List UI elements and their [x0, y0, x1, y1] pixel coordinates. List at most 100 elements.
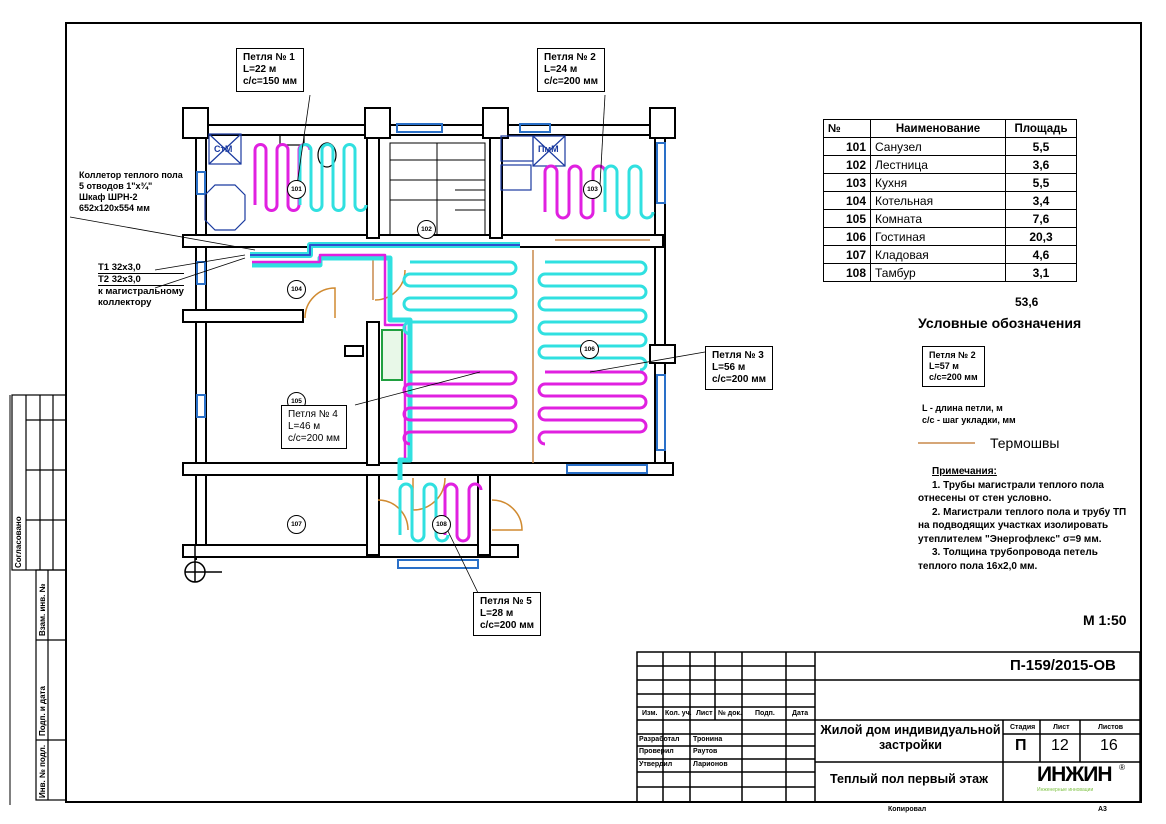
loop-callout-3: Петля № 3 L=56 м с/с=200 мм: [705, 346, 773, 390]
room-tag: 104: [287, 280, 306, 299]
sheet-header: Лист: [1053, 724, 1070, 731]
loop-length: L=24 м: [544, 64, 578, 75]
loop-pitch: с/с=200 мм: [288, 433, 340, 444]
total-area: 53,6: [1015, 295, 1039, 309]
room-area-cell: 3,6: [1005, 155, 1077, 174]
room-number-cell: 108: [823, 263, 871, 282]
note-item: 2. Магистрали теплого пола и трубу ТП на…: [918, 506, 1127, 545]
room-area-cell: 5,5: [1005, 173, 1077, 192]
collector-note: Коллетор теплого пола 5 отводов 1"х¾" Шк…: [79, 170, 183, 214]
rev-header-sheet: Лист: [696, 710, 713, 717]
loop-length: L=22 м: [243, 64, 277, 75]
fixtures: [204, 133, 566, 231]
legend-title: Условные обозначения: [918, 315, 1082, 331]
room-number-cell: 104: [823, 191, 871, 210]
drawing-scale: М 1:50: [1083, 612, 1127, 628]
signature-role: Разработал: [639, 736, 680, 743]
loop-callout-2: Петля № 2 L=24 м с/с=200 мм: [537, 48, 605, 92]
washer-label: СтМ: [214, 144, 233, 154]
collector-note-line: Шкаф ШРН-2: [79, 192, 138, 202]
room-area-cell: 20,3: [1005, 227, 1077, 246]
legend-sample-line: с/с=200 мм: [929, 372, 978, 382]
column-header-name: Наименование: [870, 119, 1006, 138]
room-number-cell: 101: [823, 137, 871, 156]
sheet-value: 12: [1051, 737, 1069, 754]
logo-subtitle: Инженерные инновации: [1037, 787, 1094, 793]
side-stamp-field: Взам. инв. №: [38, 583, 47, 637]
legend-sample-line: L=57 м: [929, 361, 959, 371]
title-block-grid: [636, 651, 1141, 803]
rev-header-date: Дата: [792, 710, 809, 717]
copied-label: Копировал: [888, 806, 927, 813]
loop-1-return: [298, 143, 368, 212]
sheets-header: Листов: [1098, 724, 1124, 731]
note-item: 1. Трубы магистрали теплого пола отнесен…: [918, 479, 1104, 505]
room-tag: 101: [287, 180, 306, 199]
signature-role: Проверил: [639, 748, 674, 755]
thermal-seams: [372, 239, 650, 463]
signature-name: Ларионов: [693, 761, 728, 768]
collector-note-line: Коллетор теплого пола: [79, 170, 183, 180]
pipe-t2-label: Т2 32х3,0: [98, 274, 184, 286]
loop-3-supply: [537, 370, 648, 446]
room-tag: 108: [432, 515, 451, 534]
legend-explain-1: L - длина петли, м: [922, 403, 1003, 413]
room-tag: 107: [287, 515, 306, 534]
legend-sample-line: Петля № 2: [929, 350, 976, 360]
loop-3-return: [537, 260, 648, 372]
notes-title: Примечания:: [932, 466, 997, 477]
signature-role: Утвердил: [639, 761, 673, 768]
signature-name: Тронина: [693, 736, 723, 743]
room-number-cell: 102: [823, 155, 871, 174]
loop-callout-1: Петля № 1 L=22 м с/с=150 мм: [236, 48, 304, 92]
legend-explain-2: с/с - шаг укладки, мм: [922, 415, 1016, 425]
loop-title: Петля № 1: [243, 52, 295, 63]
room-name-cell: Кухня: [870, 173, 1006, 192]
rev-header-sign: Подп.: [755, 710, 775, 717]
room-number-cell: 105: [823, 209, 871, 228]
pipes-note-line: к магистральному: [98, 286, 184, 297]
loop-title: Петля № 4: [288, 409, 338, 420]
room-number-cell: 106: [823, 227, 871, 246]
loop-callout-4: Петля № 4 L=46 м с/с=200 мм: [281, 405, 347, 449]
pipes-note: Т1 32х3,0 Т2 32х3,0 к магистральному кол…: [98, 262, 184, 308]
object-name-line: Жилой дом индивидуальной: [820, 723, 1001, 737]
room-name-cell: Котельная: [870, 191, 1006, 210]
coordinate-origin-mark: [184, 545, 222, 583]
side-stamp-agreed: Согласовано: [14, 516, 23, 568]
loop-5-supply: [443, 482, 483, 543]
stage-value: П: [1015, 737, 1027, 754]
rev-header-doc: № док.: [718, 710, 742, 717]
loop-2-supply: [543, 164, 607, 220]
side-stamp-grid: [11, 394, 67, 801]
notes-block: Примечания: 1. Трубы магистрали теплого …: [918, 465, 1133, 573]
room-number-cell: 103: [823, 173, 871, 192]
room-number-cell: 107: [823, 245, 871, 264]
table-header-row: № Наименование Площадь: [823, 119, 1077, 138]
loop-length: L=56 м: [712, 362, 746, 373]
pipes-note-line: коллектору: [98, 297, 152, 308]
room-tag: 103: [583, 180, 602, 199]
sheet-title: Теплый пол первый этаж: [830, 772, 988, 786]
loop-title: Петля № 3: [712, 350, 764, 361]
object-name: Жилой дом индивидуальной застройки: [818, 723, 1003, 753]
walls: [182, 107, 676, 560]
loop-pitch: с/с=200 мм: [712, 374, 766, 385]
collector-note-line: 652х120х554 мм: [79, 203, 150, 213]
loop-title: Петля № 2: [544, 52, 596, 63]
rev-header-count: Кол. уч.: [665, 710, 692, 717]
loop-length: L=46 м: [288, 421, 321, 432]
loop-4-supply: [402, 370, 518, 446]
electric-panel: [344, 345, 364, 357]
format-label: А3: [1098, 806, 1107, 813]
pipe-t1-label: Т1 32х3,0: [98, 262, 184, 274]
room-tag: 102: [417, 220, 436, 239]
loop-2-return: [603, 164, 655, 220]
dishwasher-label: ПмМ: [538, 144, 559, 154]
room-name-cell: Кладовая: [870, 245, 1006, 264]
